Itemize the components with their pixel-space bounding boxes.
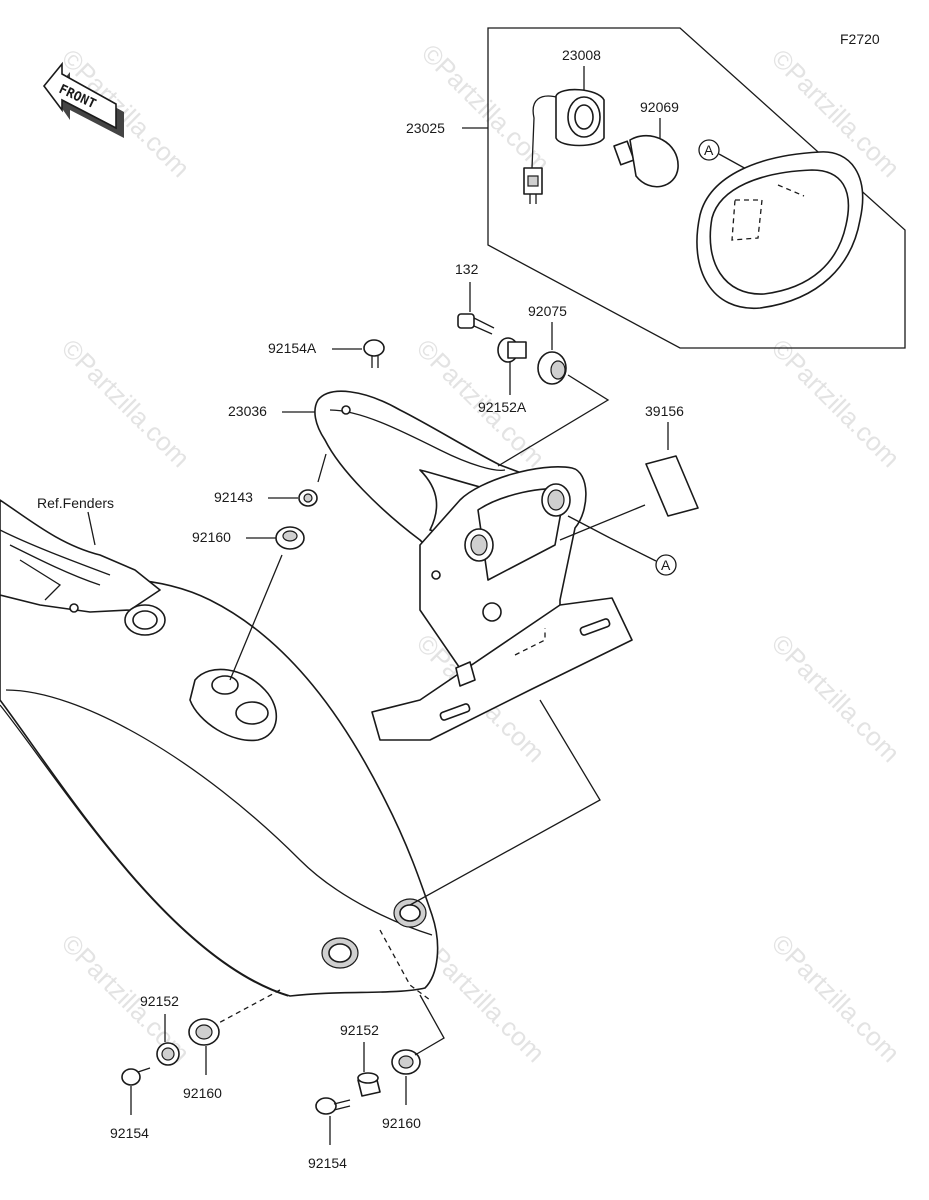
ref-fenders-label: Ref.Fenders	[37, 495, 114, 511]
part-92152-left-label: 92152	[140, 993, 179, 1009]
part-39156-label: 39156	[645, 403, 684, 419]
reflector-39156-icon	[645, 455, 699, 517]
part-92152A-label: 92152A	[478, 399, 527, 415]
callout-a-upper-label: A	[704, 142, 714, 158]
watermark: ©Partzilla.com	[766, 628, 906, 768]
part-23025-label: 23025	[406, 120, 445, 136]
part-92154-left-label: 92154	[110, 1125, 149, 1141]
grommet-92160-left-icon	[188, 1018, 220, 1046]
screw-92154-right-icon	[315, 1097, 351, 1115]
screw-92154a-icon	[363, 339, 385, 368]
watermark: ©Partzilla.com	[766, 928, 906, 1068]
rear-fender	[0, 578, 439, 997]
grommet-92075-icon	[537, 351, 567, 385]
collar-92152a-icon	[497, 337, 527, 363]
bulb-icon	[613, 135, 679, 188]
grommet-92160-right-icon	[391, 1049, 421, 1075]
callout-a-lower-label: A	[661, 557, 671, 573]
watermark: ©Partzilla.com	[766, 333, 906, 473]
part-23008-label: 23008	[562, 47, 601, 63]
part-92152-right-label: 92152	[340, 1022, 379, 1038]
watermark: ©Partzilla.com	[416, 38, 556, 178]
part-92069-label: 92069	[640, 99, 679, 115]
part-92160-upper-label: 92160	[192, 529, 231, 545]
tail-lamp-kit-box	[487, 27, 906, 349]
collar-92152-left-icon	[156, 1042, 180, 1066]
ref-fender-frame	[0, 499, 166, 636]
part-132-label: 132	[455, 261, 479, 277]
bolt-132-icon	[457, 313, 495, 335]
part-92143-label: 92143	[214, 489, 253, 505]
watermark: ©Partzilla.com	[56, 333, 196, 473]
screw-92154-left-icon	[121, 1067, 151, 1086]
collar-92152-right-icon	[357, 1072, 381, 1097]
part-92154A-label: 92154A	[268, 340, 317, 356]
lamp-socket-icon	[523, 88, 605, 204]
part-92160-right-label: 92160	[382, 1115, 421, 1131]
part-92154-right-label: 92154	[308, 1155, 347, 1171]
part-92075-label: 92075	[528, 303, 567, 319]
callout-a-upper	[698, 139, 720, 161]
part-92160-left-label: 92160	[183, 1085, 222, 1101]
callout-a-lower	[655, 554, 677, 576]
nut-92143-icon	[298, 489, 318, 507]
license-bracket-23036	[314, 390, 633, 741]
part-23036-label: 23036	[228, 403, 267, 419]
figure-code: F2720	[840, 31, 880, 47]
grommet-92160-upper-icon	[275, 526, 305, 550]
tail-lamp-lens-icon	[696, 151, 864, 309]
